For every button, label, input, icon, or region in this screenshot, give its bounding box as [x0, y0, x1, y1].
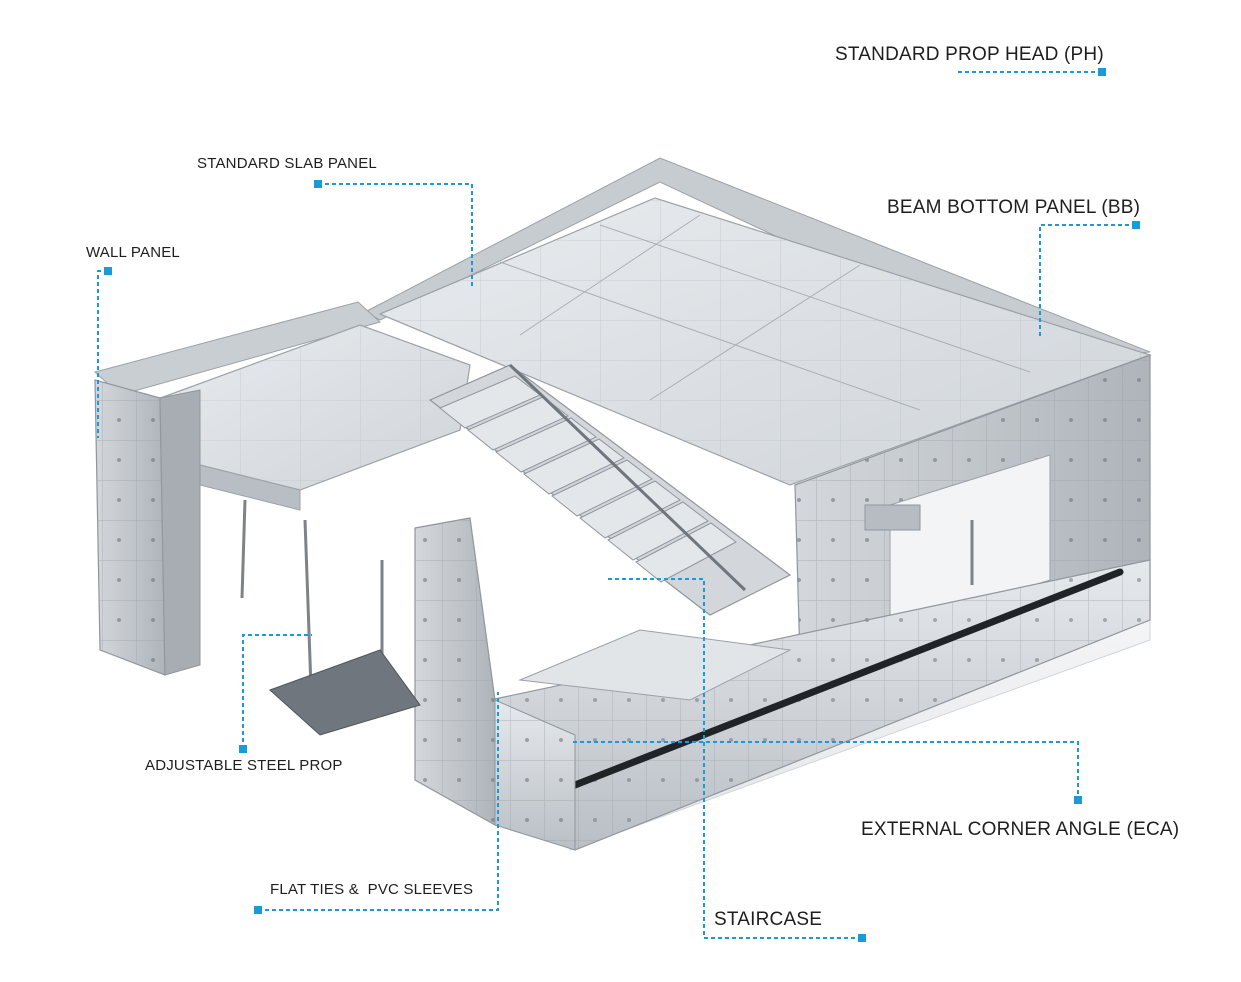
front-column [414, 517, 576, 851]
wall-panel-marker [104, 267, 112, 275]
staircase-structure [428, 363, 792, 701]
label-eca: EXTERNAL CORNER ANGLE (ECA) [861, 819, 1180, 840]
label-prop-head: STANDARD PROP HEAD (PH) [835, 44, 1104, 65]
staircase-marker [858, 934, 866, 942]
label-wall-panel: WALL PANEL [86, 244, 180, 261]
front-wall [489, 559, 1151, 851]
flat-ties-marker [254, 906, 262, 914]
label-steel-prop: ADJUSTABLE STEEL PROP [145, 757, 343, 774]
label-beam-bottom: BEAM BOTTOM PANEL (BB) [887, 197, 1141, 218]
prop-base-plates [269, 649, 421, 736]
main-slab [378, 197, 1152, 486]
steel-prop-marker [239, 745, 247, 753]
slab-panel-marker [314, 180, 322, 188]
prop-head-marker [1098, 68, 1106, 76]
label-flat-ties: FLAT TIES & PVC SLEEVES [270, 881, 474, 898]
left-column [94, 379, 201, 676]
beam-bottom-marker [1132, 221, 1140, 229]
eca-marker [1074, 796, 1082, 804]
label-staircase: STAIRCASE [714, 909, 823, 930]
label-slab-panel: STANDARD SLAB PANEL [197, 155, 377, 172]
